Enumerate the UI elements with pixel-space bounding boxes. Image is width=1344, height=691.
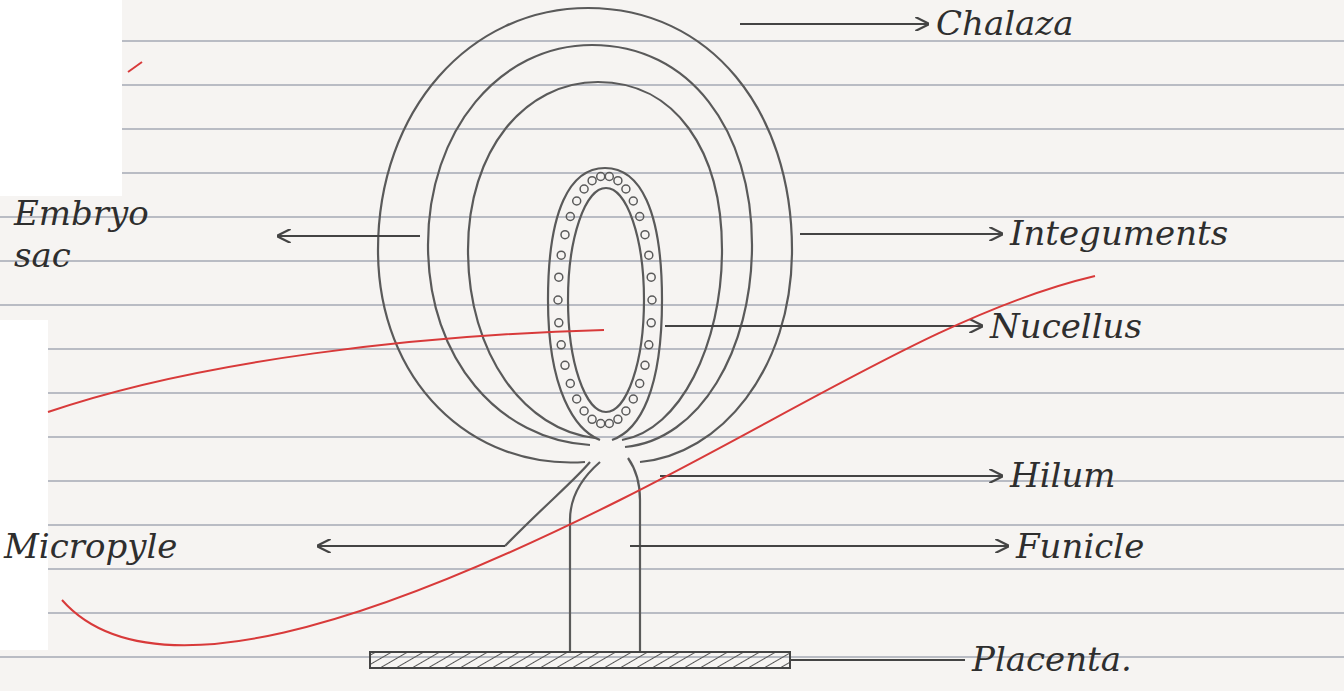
part-label: Chalaza [936,2,1074,44]
part-label: Embryo sac [14,192,164,276]
part-label: Placenta. [972,638,1132,680]
part-label: Nucellus [990,305,1142,347]
part-label: Hilum [1010,454,1116,496]
part-label: Funicle [1016,525,1144,567]
part-label: Integuments [1010,212,1228,254]
part-label: Micropyle [4,525,177,567]
